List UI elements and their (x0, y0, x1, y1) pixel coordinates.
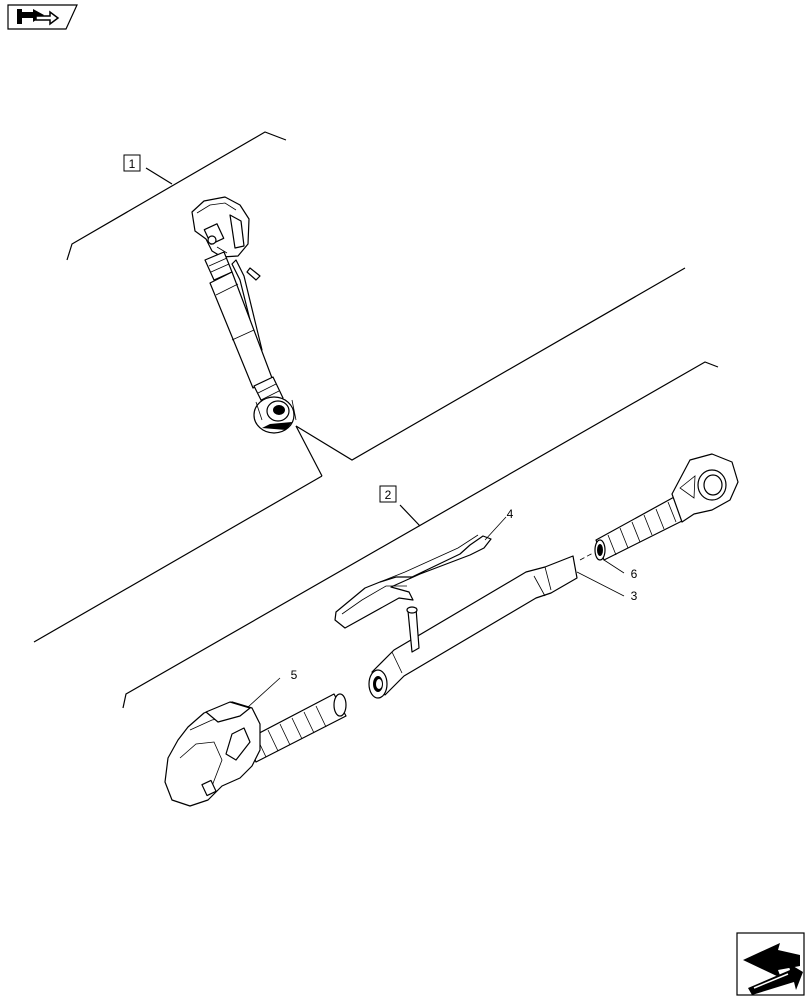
retaining-clip-part-4[interactable] (334, 534, 492, 629)
callout-4[interactable]: 4 (484, 507, 514, 541)
threaded-eye-rod-part-6[interactable] (594, 453, 739, 561)
callout-2[interactable]: 2 (379, 485, 397, 503)
svg-text:2: 2 (385, 488, 392, 502)
svg-text:3: 3 (631, 589, 638, 603)
svg-text:6: 6 (631, 567, 638, 581)
callout-6[interactable]: 6 (603, 559, 638, 581)
navigation-arrow-icon[interactable] (7, 4, 78, 30)
callout-5[interactable]: 5 (247, 668, 298, 708)
svg-text:1: 1 (129, 157, 136, 171)
callout-3[interactable]: 3 (576, 571, 638, 603)
assembly-1-frame (66, 131, 287, 261)
hook-end-part-5[interactable] (164, 693, 347, 807)
assembly-link-leader (33, 267, 686, 643)
callout-1[interactable]: 1 (123, 154, 141, 172)
central-tube-part-3[interactable] (368, 555, 578, 699)
next-page-arrow-icon[interactable] (736, 932, 805, 996)
top-link-assembly-1[interactable] (191, 196, 297, 434)
svg-text:5: 5 (291, 668, 298, 682)
assembly-2-frame (122, 361, 719, 709)
svg-text:4: 4 (507, 507, 514, 521)
